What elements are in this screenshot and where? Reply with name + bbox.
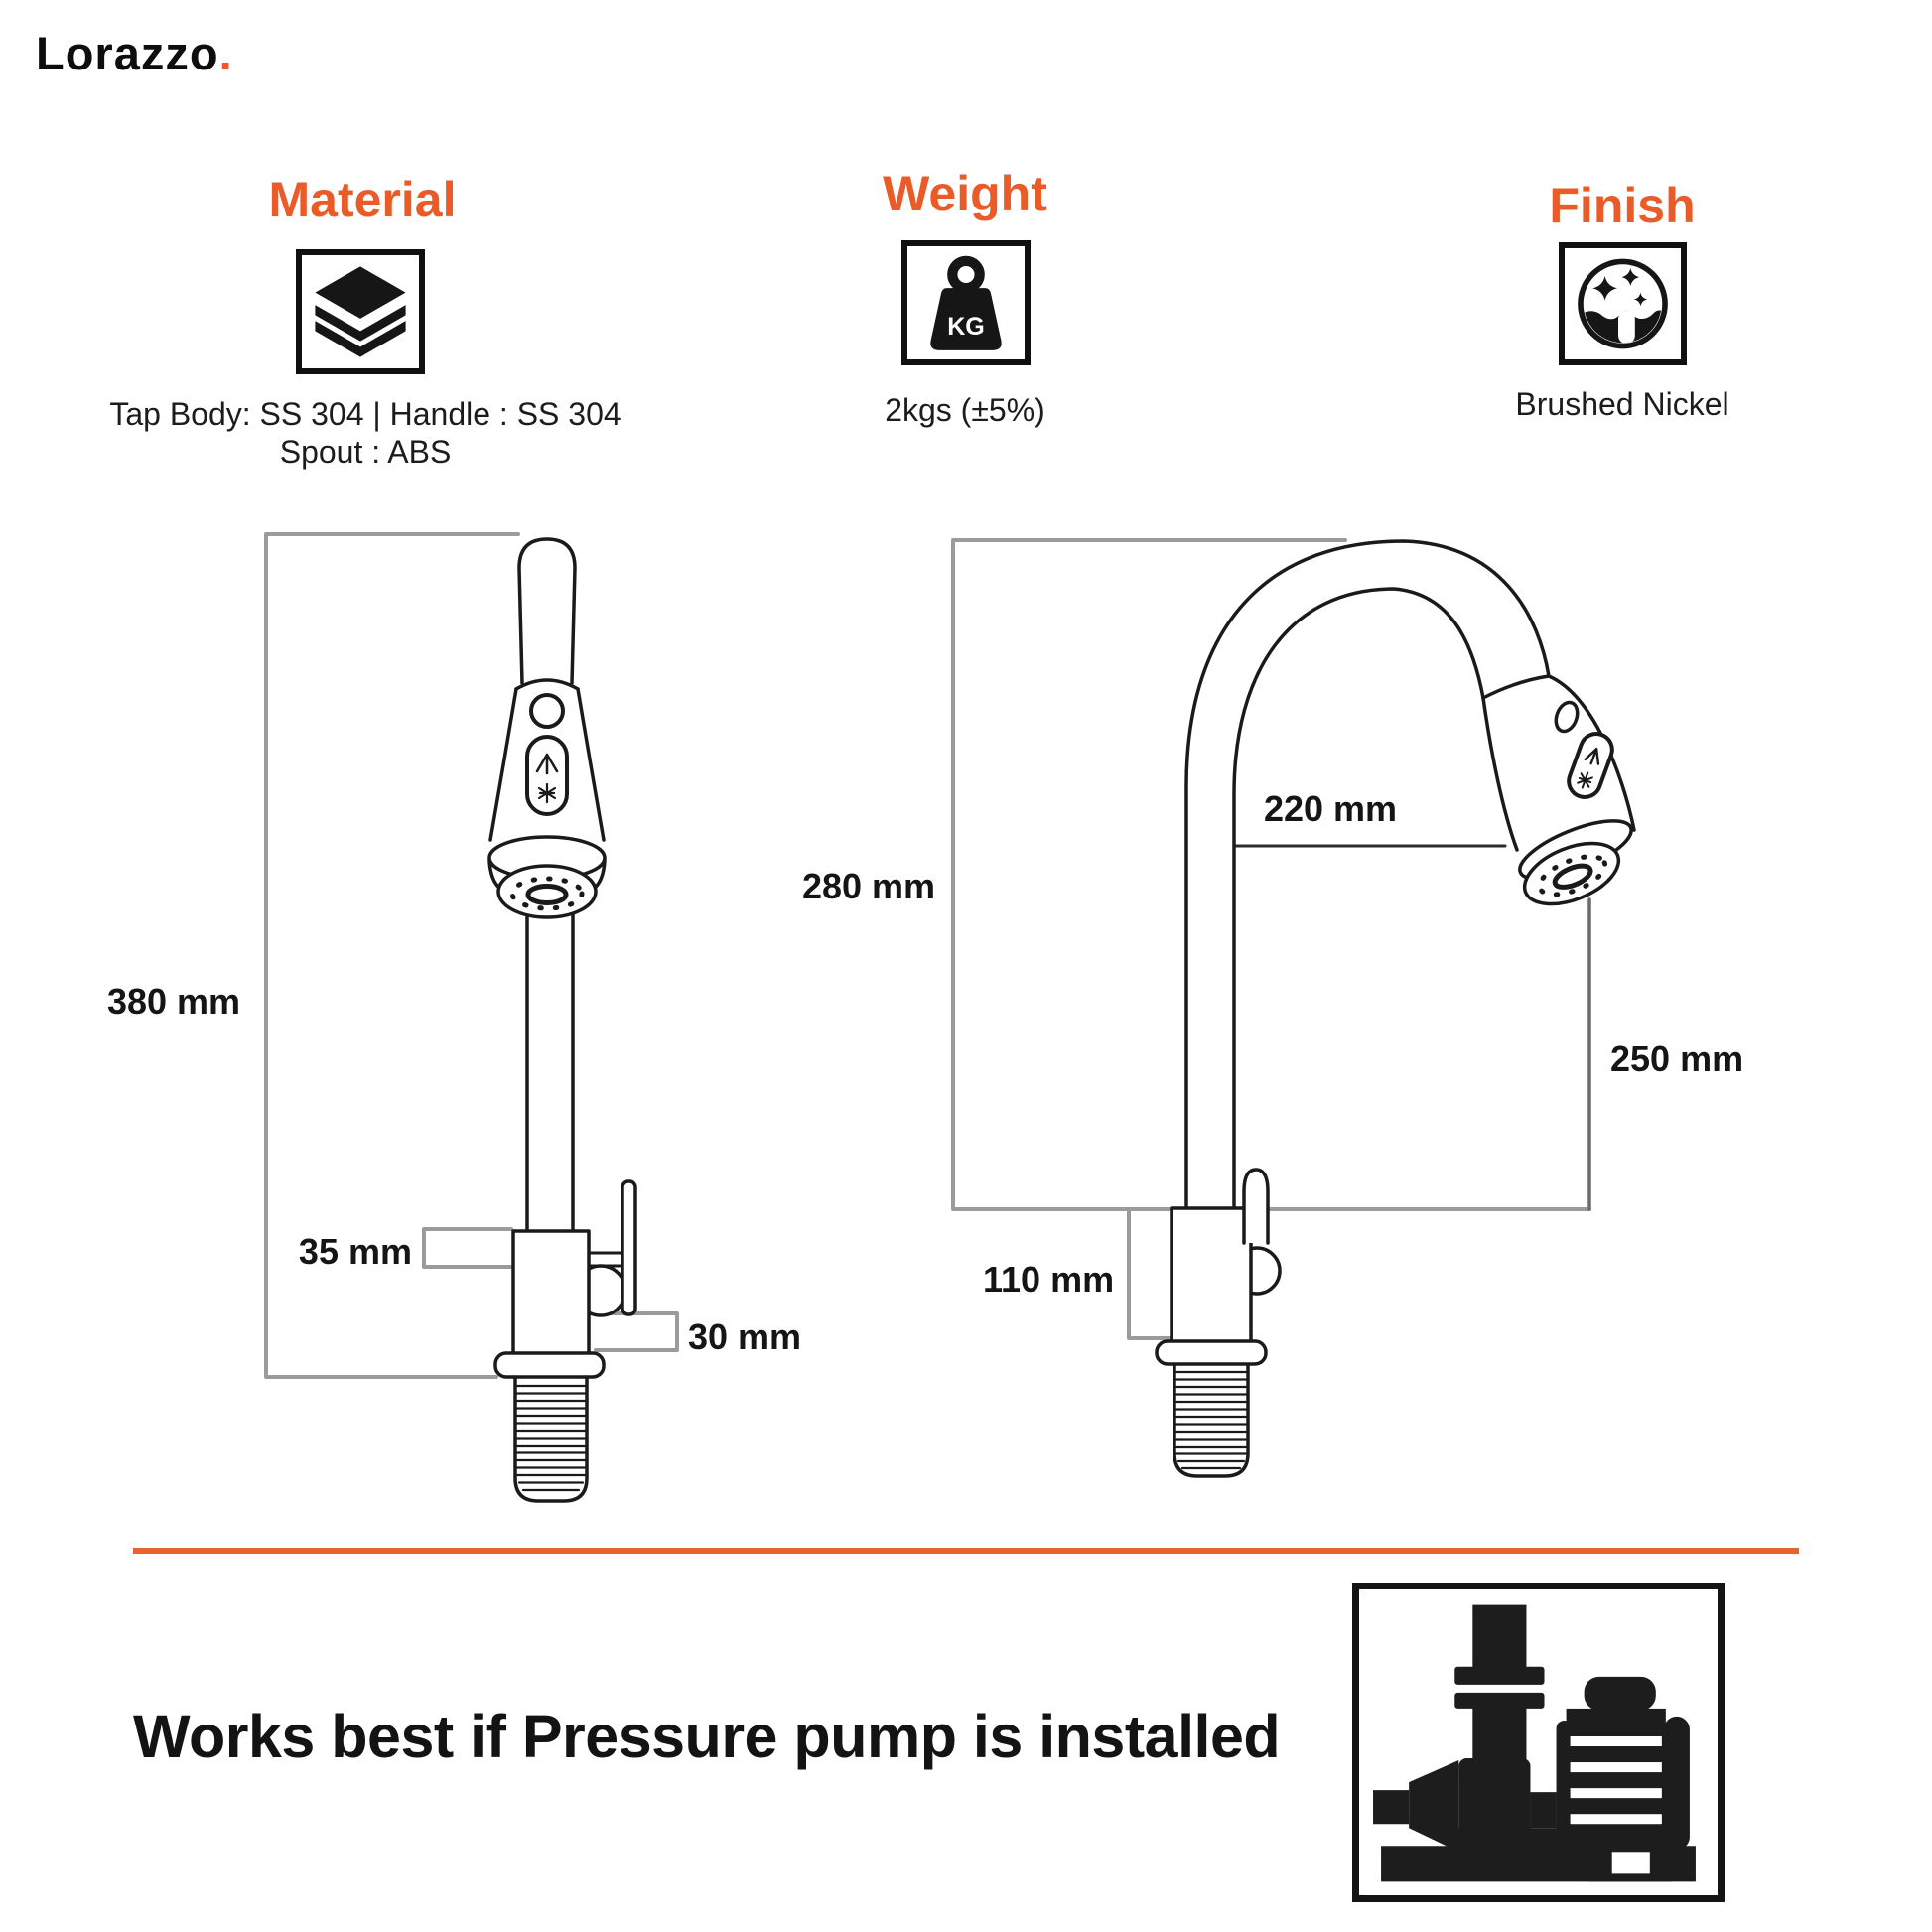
faucet-side-view-drawing bbox=[264, 532, 679, 1503]
footer-note: Works best if Pressure pump is installed bbox=[133, 1703, 1281, 1770]
kg-icon-label: KG bbox=[947, 313, 985, 341]
dim-front-body: 110 mm bbox=[983, 1259, 1115, 1300]
material-caption: Tap Body: SS 304 | Handle : SS 304 Spout… bbox=[107, 395, 623, 471]
spray-mode-icon bbox=[537, 782, 557, 804]
weight-heading: Weight bbox=[883, 166, 1047, 221]
material-caption-line1: Tap Body: SS 304 | Handle : SS 304 bbox=[109, 396, 621, 432]
weight-caption: 2kgs (±5%) bbox=[885, 392, 1045, 428]
material-heading: Material bbox=[268, 172, 457, 227]
brand-logo-text: Lorazzo bbox=[36, 27, 219, 79]
pressure-pump-icon bbox=[1373, 1604, 1696, 1882]
kg-weight-icon: KG bbox=[930, 255, 1002, 350]
front-height-bracket bbox=[951, 538, 1591, 1211]
side-height-bracket bbox=[264, 532, 520, 1379]
side-base-bracket bbox=[594, 1311, 679, 1352]
finish-icon-box bbox=[1559, 242, 1687, 365]
side-spout-bracket bbox=[422, 1227, 513, 1269]
faucet-gooseneck-view-drawing bbox=[951, 538, 1636, 1478]
dim-side-height: 380 mm bbox=[106, 981, 241, 1022]
dim-front-reach: 220 mm bbox=[1263, 788, 1398, 829]
dim-side-base: 30 mm bbox=[688, 1316, 802, 1357]
brand-logo: Lorazzo. bbox=[36, 26, 233, 80]
shine-sparkle-icon bbox=[1578, 258, 1668, 349]
layers-icon bbox=[315, 266, 406, 357]
dim-front-drop: 250 mm bbox=[1610, 1038, 1744, 1079]
dim-front-height: 280 mm bbox=[801, 866, 936, 906]
stream-mode-icon bbox=[535, 753, 559, 775]
finish-heading: Finish bbox=[1549, 178, 1696, 233]
section-divider bbox=[133, 1548, 1799, 1554]
weight-icon-box: KG bbox=[901, 240, 1031, 365]
dim-side-spout: 35 mm bbox=[298, 1231, 412, 1272]
front-body-bracket bbox=[1127, 1209, 1172, 1340]
finish-caption: Brushed Nickel bbox=[1515, 386, 1729, 422]
material-icon-box bbox=[296, 249, 425, 374]
brand-logo-dot: . bbox=[218, 27, 233, 79]
material-caption-line2: Spout : ABS bbox=[279, 434, 452, 470]
pressure-pump-box bbox=[1352, 1583, 1725, 1902]
